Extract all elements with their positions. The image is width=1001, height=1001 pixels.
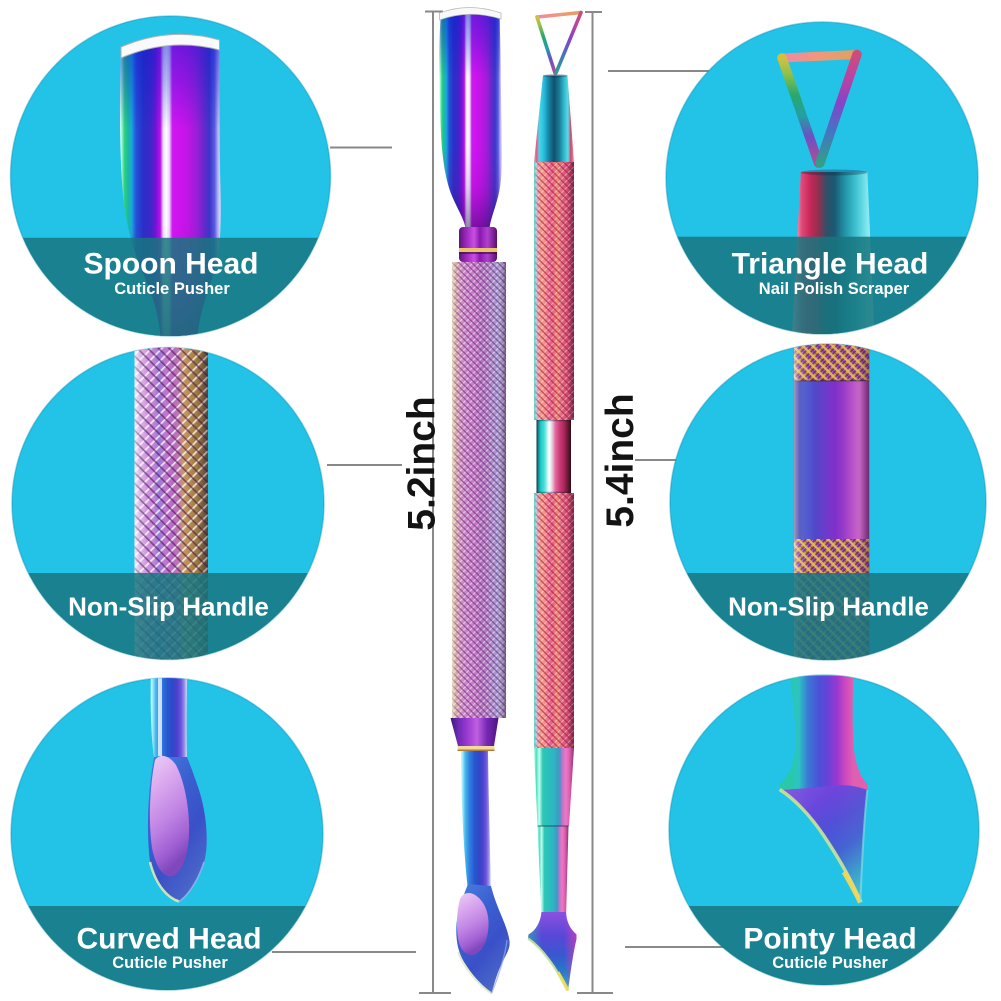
svg-text:Non-Slip Handle: Non-Slip Handle <box>68 592 269 622</box>
svg-text:5.4inch: 5.4inch <box>599 393 642 527</box>
svg-text:5.2inch: 5.2inch <box>401 396 444 530</box>
svg-text:Nail Polish Scraper: Nail Polish Scraper <box>759 280 910 298</box>
svg-text:Cuticle Pusher: Cuticle Pusher <box>114 280 230 298</box>
svg-text:Cuticle Pusher: Cuticle Pusher <box>772 954 888 972</box>
svg-text:Non-Slip Handle: Non-Slip Handle <box>728 592 929 622</box>
svg-text:Spoon Head: Spoon Head <box>83 248 258 281</box>
svg-text:Cuticle Pusher: Cuticle Pusher <box>112 954 228 972</box>
svg-text:Triangle Head: Triangle Head <box>732 248 929 281</box>
svg-text:Pointy Head: Pointy Head <box>743 923 916 956</box>
svg-text:Curved Head: Curved Head <box>76 923 261 956</box>
